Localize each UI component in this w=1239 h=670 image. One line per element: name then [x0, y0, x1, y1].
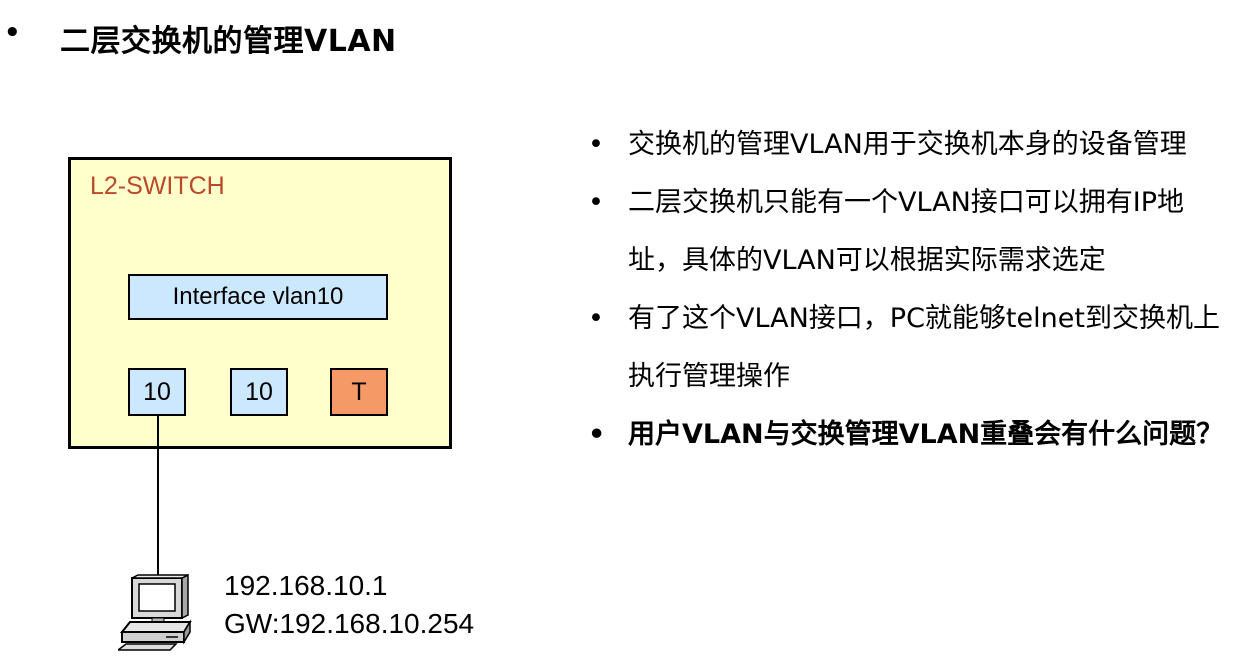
bullet-text: 有了这个VLAN接口，PC就能够telnet到交换机上执行管理操作 — [628, 303, 1220, 392]
pc-ip-address: 192.168.10.1 — [224, 570, 388, 601]
bullet-text: 用户VLAN与交换管理VLAN重叠会有什么问题？ — [628, 419, 1224, 450]
slide-title: 二层交换机的管理VLAN — [60, 24, 397, 59]
bullet-item-question: • 用户VLAN与交换管理VLAN重叠会有什么问题？ — [588, 406, 1228, 464]
pc-icon — [118, 574, 192, 651]
bullet-dot: • — [588, 187, 604, 218]
port-trunk: T — [330, 368, 388, 416]
bullet-item-mgmt-vlan: • 交换机的管理VLAN用于交换机本身的设备管理 — [588, 116, 1228, 174]
bullet-item-single-ip: • 二层交换机只能有一个VLAN接口可以拥有IP地址，具体的VLAN可以根据实际… — [588, 174, 1228, 290]
port-vlan10-a: 10 — [128, 368, 186, 416]
interface-vlan-box: Interface vlan10 — [128, 274, 388, 320]
pc-gateway: GW:192.168.10.254 — [224, 608, 475, 639]
switch-label: L2-SWITCH — [90, 172, 225, 200]
bullet-list: • 交换机的管理VLAN用于交换机本身的设备管理 • 二层交换机只能有一个VLA… — [588, 116, 1228, 464]
bullet-dot: • — [588, 303, 604, 334]
bullet-text: 二层交换机只能有一个VLAN接口可以拥有IP地址，具体的VLAN可以根据实际需求… — [628, 187, 1185, 276]
bullet-dot: • — [588, 419, 606, 450]
title-bullet: • — [4, 18, 21, 48]
bullet-dot: • — [588, 129, 604, 160]
bullet-item-telnet: • 有了这个VLAN接口，PC就能够telnet到交换机上执行管理操作 — [588, 290, 1228, 406]
bullet-text: 交换机的管理VLAN用于交换机本身的设备管理 — [628, 129, 1187, 160]
port-vlan10-b: 10 — [230, 368, 288, 416]
